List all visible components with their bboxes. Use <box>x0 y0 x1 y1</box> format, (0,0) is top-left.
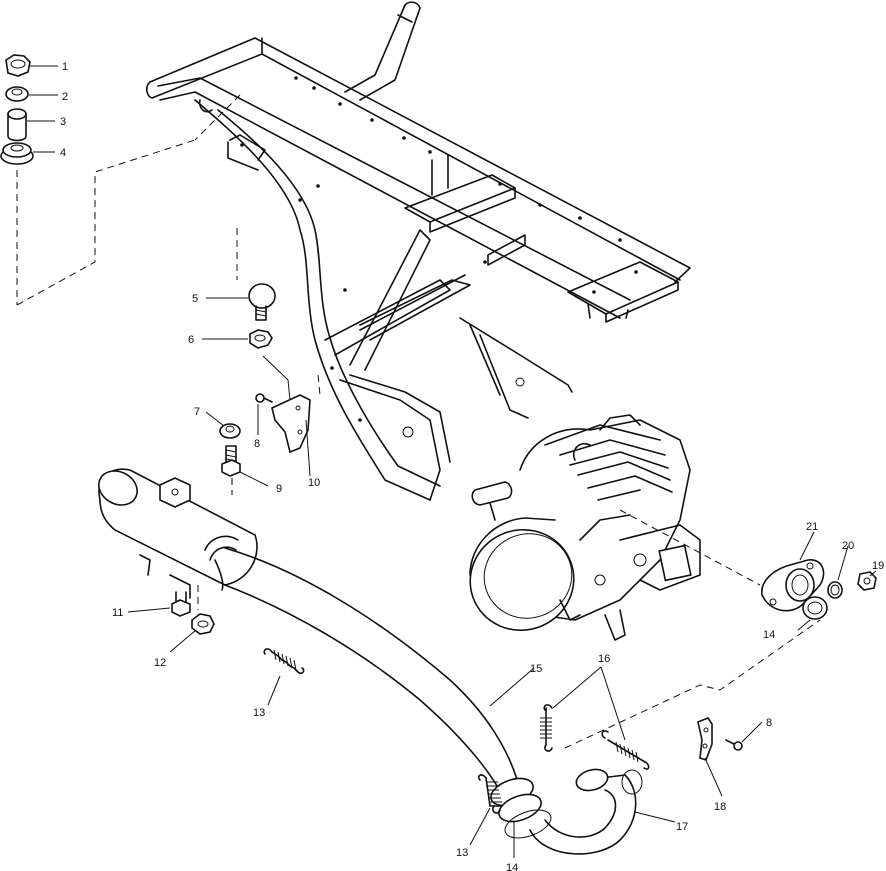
u-bend-pipe <box>529 768 643 855</box>
callout-13-upper: 13 <box>253 707 265 719</box>
callout-4: 4 <box>60 147 66 159</box>
callout-8-left: 8 <box>254 438 260 450</box>
exhaust-flange <box>761 559 877 620</box>
callout-14-right: 14 <box>763 629 775 641</box>
callout-7: 7 <box>194 406 200 418</box>
callout-20: 20 <box>842 540 854 552</box>
callout-11: 11 <box>112 607 123 619</box>
callout-6: 6 <box>188 334 194 346</box>
callout-5: 5 <box>192 293 198 305</box>
callout-8-right: 8 <box>766 717 772 729</box>
callout-19: 19 <box>872 560 884 572</box>
callout-12: 12 <box>154 657 166 669</box>
callout-2: 2 <box>62 91 68 103</box>
callout-labels: 1 2 3 4 5 6 7 8 9 10 11 12 13 13 14 14 1… <box>60 61 884 871</box>
callout-21: 21 <box>806 521 818 533</box>
hardware <box>0 54 743 814</box>
callout-15: 15 <box>530 663 542 675</box>
leader-lines <box>27 65 877 858</box>
muffler <box>98 468 258 599</box>
callout-10: 10 <box>308 477 320 489</box>
callout-17: 17 <box>676 821 688 833</box>
engine <box>469 414 701 641</box>
header-pipe <box>214 547 552 839</box>
callout-9: 9 <box>276 483 282 495</box>
callout-16: 16 <box>598 653 610 665</box>
callout-18: 18 <box>714 801 726 813</box>
center-lines <box>16 94 761 610</box>
vehicle-frame <box>146 1 691 501</box>
callout-1: 1 <box>62 61 68 73</box>
callout-13-lower: 13 <box>456 847 468 859</box>
callout-3: 3 <box>60 116 66 128</box>
callout-14-lower: 14 <box>506 862 518 871</box>
